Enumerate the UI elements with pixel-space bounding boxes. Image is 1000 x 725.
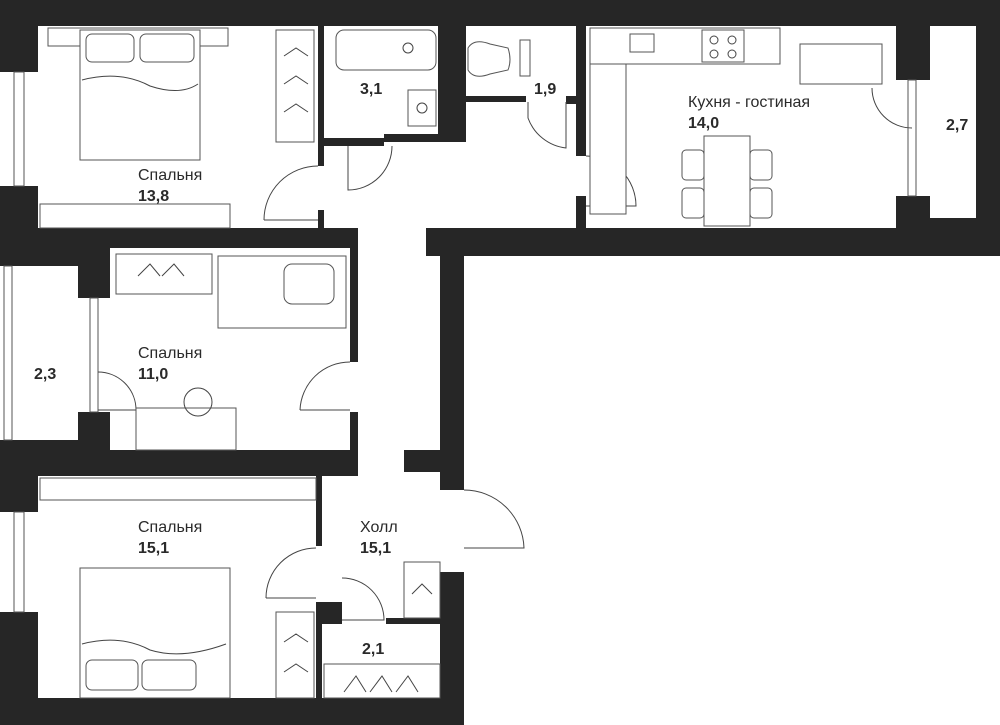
room-area: 2,3 — [34, 366, 56, 383]
room-area: 3,1 — [360, 81, 382, 98]
room-bathroom: 3,1 — [360, 81, 382, 98]
furniture — [39, 27, 883, 699]
room-name: Кухня - гостиная — [688, 94, 810, 111]
room-name: Спальня — [138, 167, 202, 184]
room-area: 1,9 — [534, 81, 556, 98]
room-hall: Холл 15,1 — [360, 519, 398, 557]
room-area: 2,7 — [946, 117, 968, 134]
room-name: Холл — [360, 519, 398, 536]
room-kitchen-living: Кухня - гостиная 14,0 — [688, 94, 810, 132]
room-area: 2,1 — [362, 641, 384, 658]
room-name: Спальня — [138, 519, 202, 536]
room-name: Спальня — [138, 345, 202, 362]
room-area: 11,0 — [138, 366, 168, 383]
room-storage: 2,1 — [362, 641, 384, 658]
room-bedroom-3: Спальня 15,1 — [138, 519, 202, 557]
room-bedroom-1: Спальня 13,8 — [138, 167, 202, 205]
doors — [97, 87, 913, 621]
room-balcony-east: 2,7 — [946, 117, 968, 134]
room-bedroom-2: Спальня 11,0 — [138, 345, 202, 383]
room-area: 15,1 — [360, 540, 391, 557]
room-balcony-west: 2,3 — [34, 366, 56, 383]
room-area: 15,1 — [138, 540, 169, 557]
windows — [3, 71, 917, 613]
room-toilet: 1,9 — [534, 81, 556, 98]
room-area: 14,0 — [688, 115, 719, 132]
room-area: 13,8 — [138, 188, 169, 205]
